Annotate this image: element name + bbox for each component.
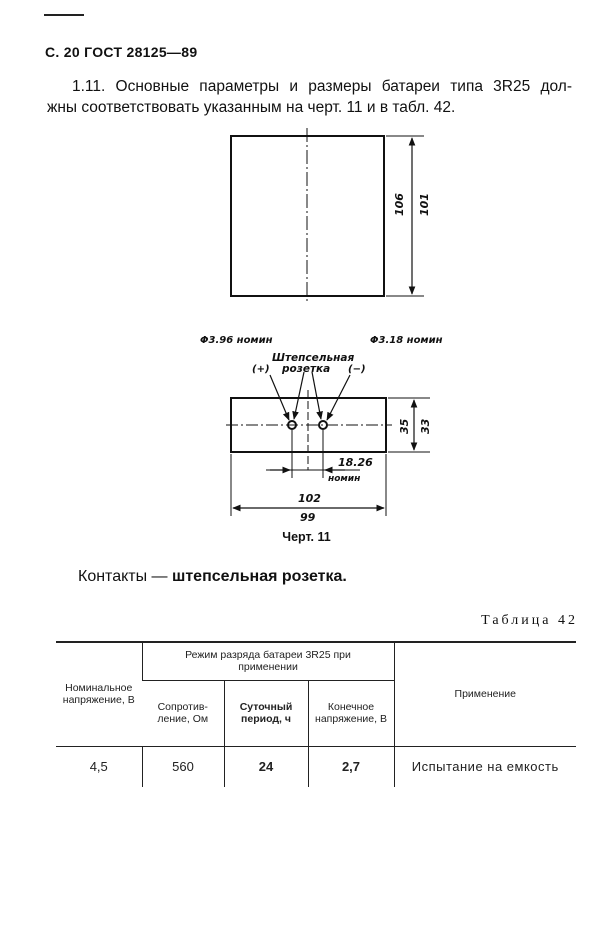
cell-nominal-voltage: 4,5 (89, 759, 108, 774)
label-left-hole: Φ3.96 номин (200, 335, 273, 346)
col-daily-period: Суточный период, ч (223, 679, 308, 746)
hole-spacing-note: номин (328, 474, 360, 484)
contacts-prefix: Контакты — (78, 568, 172, 585)
side-dim-inner: 33 (419, 418, 432, 434)
drawing-11: 106 101 Φ3.96 номин Φ3.18 номин Штепсель… (200, 128, 443, 524)
contacts-value: штепсельная розетка. (172, 568, 347, 585)
col-resistance: Сопротив-ление, Ом (142, 679, 224, 746)
table-42: Номинальное напряжение, В Режим разряда … (56, 641, 576, 787)
cell-application: Испытание на емкость (393, 746, 576, 787)
hole-left (287, 420, 297, 430)
plus-sign: (+) (252, 364, 270, 375)
side-dim-outer: 35 (398, 418, 411, 434)
col-final-voltage: Конечное напряжение, В (307, 679, 394, 746)
intro-paragraph: 1.11. Основные параметры и размеры батар… (47, 76, 572, 118)
page-header: С. 20 ГОСТ 28125—89 (45, 44, 198, 60)
col-application: Применение (393, 641, 576, 746)
col-group-discharge-mode: Режим разряда батареи 3R25 при применени… (141, 641, 394, 680)
hole-right (318, 420, 328, 430)
minus-sign: (−) (348, 364, 366, 375)
intro-line-1: 1.11. Основные параметры и размеры батар… (72, 78, 572, 95)
socket-label-line2: розетка (281, 363, 330, 375)
col-nominal-voltage: Номинальное напряжение, В (56, 641, 142, 746)
height-dim-outer: 106 (393, 193, 406, 216)
label-right-hole: Φ3.18 номин (370, 335, 443, 346)
figure-caption: Черт. 11 (282, 530, 331, 544)
table-row: 4,5 560 24 2,7 Испытание на емкость (56, 746, 576, 787)
cell-final-voltage: 2,7 (307, 746, 394, 787)
socket-label-line1: Штепсельная (272, 352, 354, 364)
cell-daily-period: 24 (223, 746, 308, 787)
contacts-line: Контакты — штепсельная розетка. (78, 568, 347, 586)
width-dim-outer: 102 (298, 492, 321, 505)
intro-line-2: жны соответствовать указанным на черт. 1… (47, 99, 456, 116)
header-rule (44, 14, 84, 16)
table-title: Таблица 42 (481, 613, 578, 628)
width-dim-inner: 99 (300, 511, 316, 524)
cell-resistance: 560 (141, 746, 224, 787)
hole-spacing-value: 18.26 (338, 456, 373, 469)
height-dim-inner: 101 (418, 193, 431, 216)
